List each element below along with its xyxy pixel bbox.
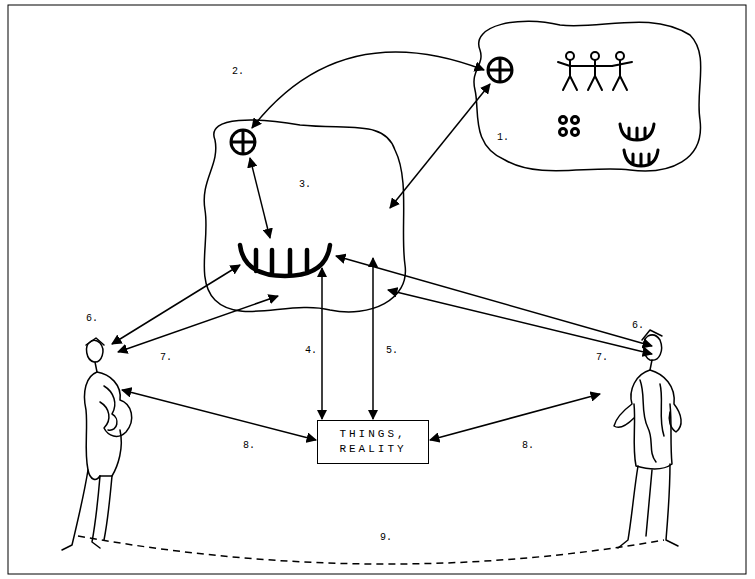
callout-number: 4. <box>305 345 317 356</box>
person-right <box>614 330 681 548</box>
callout-number: 5. <box>386 345 398 356</box>
head <box>644 335 662 360</box>
callout-number: 7. <box>160 352 172 363</box>
figure-body <box>558 60 587 90</box>
arrow-line <box>372 258 374 419</box>
leg-back <box>104 476 112 540</box>
callout-number: 6. <box>632 320 644 331</box>
dashed-curve <box>78 536 664 564</box>
callout-number: 8. <box>522 440 534 451</box>
hair <box>86 338 104 345</box>
callout-number: 1. <box>497 132 509 143</box>
arrow-line <box>430 394 600 440</box>
person-left <box>62 338 132 550</box>
reality-box: THINGS, REALITY <box>317 420 429 464</box>
symbol-circle <box>488 58 512 82</box>
figure-head <box>566 52 574 60</box>
callout-number: 7. <box>596 352 608 363</box>
legs <box>62 470 100 550</box>
leg-inner <box>646 470 652 536</box>
dot <box>560 129 567 136</box>
callout-number: 6. <box>86 313 98 324</box>
comb-symbol <box>620 124 654 140</box>
comb-shape <box>624 150 658 166</box>
arrow-line <box>336 256 652 346</box>
dot <box>572 117 579 124</box>
symbol-circle <box>231 130 255 154</box>
frame <box>8 5 746 574</box>
callout-number: 8. <box>243 440 255 451</box>
torso-left <box>84 362 100 479</box>
arrow-line <box>122 390 316 440</box>
comb-symbol <box>240 245 330 276</box>
arrow-line <box>252 52 484 128</box>
cross-circle-symbol <box>488 58 512 82</box>
four-dots-symbol <box>560 117 579 136</box>
arm-left <box>614 360 652 427</box>
comb-symbol <box>624 150 658 166</box>
culture-blob <box>474 21 701 171</box>
dot <box>560 117 567 124</box>
callout-number: 3. <box>299 179 311 190</box>
arm-detail <box>104 386 117 430</box>
box-text: THINGS, REALITY <box>324 427 422 457</box>
symbol-line <box>499 58 502 82</box>
comb-shape <box>620 124 654 140</box>
cross-circle-symbol <box>231 130 255 154</box>
cap <box>642 330 662 340</box>
torso-detail <box>640 380 664 462</box>
figure-head <box>616 52 624 60</box>
figure-body <box>587 60 612 90</box>
arrow-line <box>118 296 278 352</box>
arrow-line <box>321 268 323 419</box>
callout-number: 9. <box>380 532 392 543</box>
dot <box>572 129 579 136</box>
figure-head <box>591 52 599 60</box>
arrow-line <box>388 290 652 354</box>
symbol-line <box>242 130 245 154</box>
figure-body <box>612 60 632 90</box>
stick-figures <box>558 52 632 90</box>
callout-number: 2. <box>232 66 244 77</box>
arm-right <box>650 370 681 432</box>
torso <box>634 404 672 469</box>
arrow-line <box>250 158 270 238</box>
comb-shape <box>240 245 330 276</box>
arm-bundle <box>97 372 132 436</box>
mind-blob <box>204 120 405 312</box>
torso-right <box>100 430 121 476</box>
arrow-line <box>390 84 490 208</box>
arrows <box>78 52 664 564</box>
legs <box>618 464 678 548</box>
